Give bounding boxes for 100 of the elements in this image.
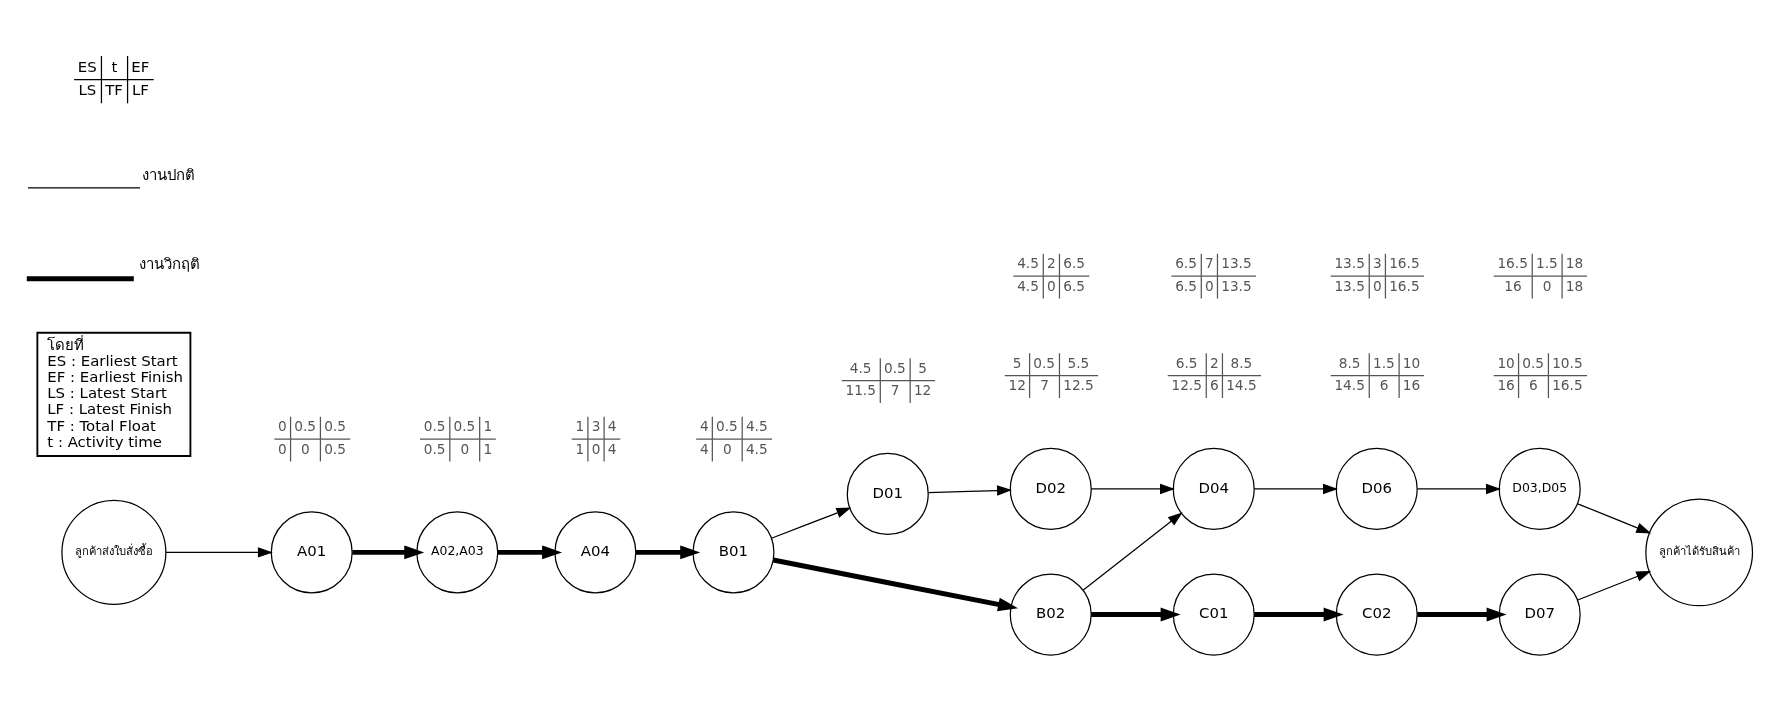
node-label: 16 [1504,277,1522,294]
node-label: 0 [1205,277,1214,294]
node-label: 2 [1047,255,1056,272]
arrow [927,485,1012,496]
node-label: 0 [1372,277,1382,294]
node-label: 0.5 [453,418,476,435]
node-label: 13.5 [1221,255,1252,272]
node-label: 12 [1008,377,1026,394]
node-label: 7 [1205,255,1214,272]
node-label: 16.5 [1389,277,1420,294]
node-label: 16 [1402,377,1421,394]
node-label: 0.5 [423,440,446,457]
node-label: 12 [913,382,932,399]
node-label: 0 [278,440,287,457]
label: LF [131,81,149,100]
node-label: 18 [1565,255,1584,272]
node-label: 8.5 [1338,354,1361,371]
node-label: 16.5 [1497,255,1528,272]
node-label: 11.5 [845,382,876,399]
node-box: โดยที่ ES : Earliest Start EF : Earliest Finish LS : Latest Start LF : Latest Finish TF : Total Float t : Activity time [36,331,192,457]
node-label: 0 [460,440,470,457]
node-circle: ลูกค้าส่งใบสั่งซื้อ [61,499,167,605]
node-label: 0.5 [324,440,346,457]
arrow [1417,607,1507,622]
arrow [1090,483,1175,495]
arrow [1577,503,1652,534]
node-label: 5 [1012,354,1022,371]
legend-label: งานวิกฤติ [138,255,200,274]
node-circle: A04 [554,511,637,594]
node-circle: A01 [270,511,353,594]
node-label: 16 [1497,377,1515,394]
node-circle: D04 [1172,447,1255,530]
arrow [635,545,701,560]
node-label: 14.5 [1334,377,1365,394]
node-label: 0.5 [324,418,346,435]
arrow [1253,483,1338,495]
node-label: 0.5 [294,418,317,435]
node-label: 6.5 [1063,255,1085,272]
node-label: 1 [575,418,585,435]
node-label: 0 [591,440,601,457]
node-label: 2 [1210,354,1219,371]
arrow [1577,570,1652,601]
node-circle: D01 [846,452,929,535]
node-label: 10 [1402,354,1421,371]
node-label: 16.5 [1389,255,1420,272]
node-label: 13.5 [1334,277,1365,294]
node-label: 6 [1529,377,1538,394]
node-label: 1 [483,440,493,457]
node-circle: A02,A03 [416,511,499,594]
node-label: 6 [1210,377,1219,394]
arrow [770,507,852,539]
node-label: 10.5 [1552,354,1583,371]
node-label: 6.5 [1175,255,1197,272]
node-label: 1.5 [1372,354,1395,371]
arrow [1416,483,1501,495]
node-label: 12.5 [1171,377,1202,394]
node-circle: C01 [1172,573,1255,656]
node-circle: D07 [1498,573,1581,656]
label: TF [105,81,123,100]
node-label: 1.5 [1535,255,1558,272]
node-circle: D06 [1335,447,1418,530]
node-label: 0.5 [1522,354,1545,371]
label: t [111,57,118,76]
node-label: 0.5 [1033,354,1056,371]
node-label: 0 [278,418,287,435]
node-label: 6 [1379,377,1389,394]
node-label: 14.5 [1226,377,1257,394]
node-label: 0 [301,440,310,457]
node-label: 4 [607,440,617,457]
node-circle: C02 [1335,573,1418,656]
node-label: 0 [1542,277,1552,294]
node-label: 16.5 [1552,377,1583,394]
arrow [772,557,1018,612]
node-label: 6.5 [1175,354,1198,371]
node-label: 4.5 [1017,255,1039,272]
label: ES [77,57,97,76]
legend-label: งานปกติ [142,165,196,184]
node-label: 3 [1372,255,1382,272]
node-circle: D02 [1009,447,1092,530]
arrow [497,545,563,560]
node-label: 7 [890,382,900,399]
node-label: 18 [1565,277,1584,294]
node-circle: B02 [1009,573,1092,656]
node-label: 0.5 [716,418,738,435]
node-label: 1 [483,418,493,435]
arrow [1254,607,1344,622]
node-circle: B01 [692,511,775,594]
arrow [165,547,273,558]
node-label: 4.5 [745,418,768,435]
node-label: 6.5 [1175,277,1197,294]
node-label: 7 [1040,377,1049,394]
node-label: 10 [1497,354,1515,371]
node-label: 4 [699,418,709,435]
label: LS [78,81,97,100]
label: EF [131,57,150,76]
node-label: 4.5 [745,440,768,457]
node-label: 0 [1047,277,1056,294]
node-label: 6.5 [1063,277,1085,294]
node-label: 13.5 [1221,277,1252,294]
node-label: 3 [591,418,601,435]
